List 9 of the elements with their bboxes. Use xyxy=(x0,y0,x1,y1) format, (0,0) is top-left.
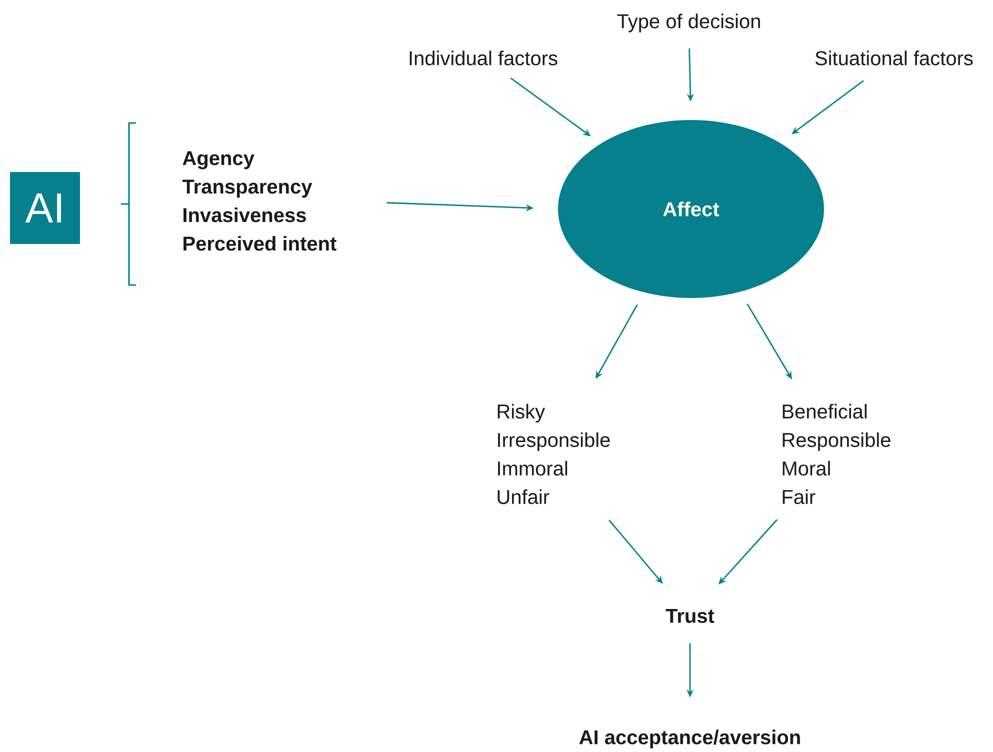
factor-label: Individual factors xyxy=(410,50,558,66)
attribute-list: Risky Irresponsible Immoral Unfair xyxy=(498,404,610,504)
factor-label: Type of decision xyxy=(617,14,760,32)
factor-label: Situational factors xyxy=(815,50,973,66)
attribute-list: Beneficial Responsible Moral Fair xyxy=(782,404,890,504)
attribute-list: Agency Transparency Invasiveness Perceived intent xyxy=(182,151,336,251)
outcome-label: AI acceptance/aversion xyxy=(579,730,800,748)
label-box: AI xyxy=(10,172,80,244)
outcome-label: Trust xyxy=(666,609,714,623)
